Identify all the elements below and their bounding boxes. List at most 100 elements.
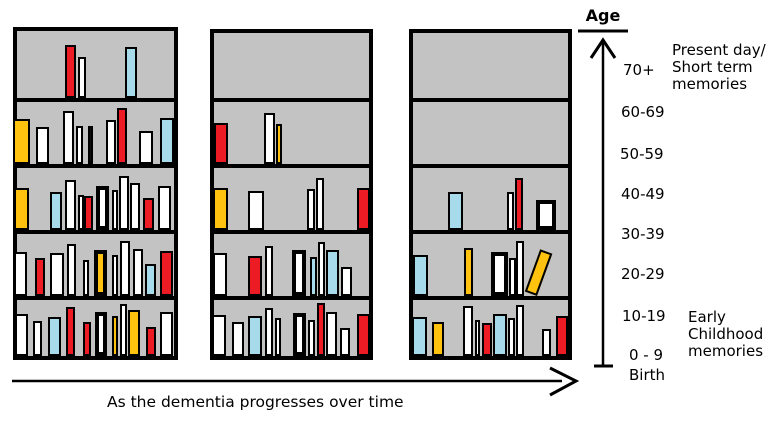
book-blue	[326, 250, 339, 296]
age-label-Birth: Birth	[629, 366, 666, 384]
shelf-divider	[13, 230, 178, 234]
book-red	[83, 322, 91, 356]
book-red	[65, 45, 76, 98]
book-white	[50, 253, 64, 296]
age-label-70+: 70+	[623, 61, 655, 79]
book-white	[509, 258, 516, 296]
book-white	[542, 329, 551, 356]
book-white	[265, 308, 273, 356]
book-yellow	[128, 310, 140, 356]
book-blue	[248, 316, 262, 356]
book-white	[212, 315, 226, 356]
book-white	[36, 127, 49, 164]
book-white	[264, 113, 275, 164]
book-white	[119, 176, 129, 230]
book-white	[475, 320, 480, 356]
book-white	[213, 253, 227, 296]
age-label-10-19: 10-19	[622, 307, 666, 325]
book-white	[96, 186, 109, 230]
book-white	[78, 195, 84, 230]
book-white	[133, 249, 143, 296]
book-white	[516, 241, 524, 296]
book-blue	[310, 257, 317, 296]
book-white	[326, 312, 337, 356]
bookcase-2	[210, 29, 373, 360]
book-white	[508, 318, 515, 356]
book-white	[15, 314, 28, 356]
book-red	[317, 303, 325, 356]
book-red	[35, 258, 45, 296]
book-white	[265, 246, 273, 296]
book-yellow	[94, 250, 107, 296]
book-white	[120, 304, 127, 356]
book-white	[130, 183, 140, 230]
shelf-divider	[13, 98, 178, 102]
book-red	[357, 188, 370, 230]
book-red	[482, 323, 492, 356]
shelf-divider	[409, 296, 572, 300]
book-white	[158, 186, 171, 230]
book-blue	[160, 118, 174, 164]
book-white	[463, 306, 473, 356]
book-white	[78, 57, 86, 98]
book-white	[63, 111, 74, 164]
book-red	[214, 123, 228, 164]
book-red	[357, 314, 370, 356]
book-red	[117, 108, 127, 164]
present-day-note: Present day/ Short term memories	[672, 41, 766, 93]
book-yellow	[112, 316, 118, 356]
book-white	[83, 260, 89, 296]
book-white	[106, 120, 116, 164]
book-red	[143, 198, 154, 230]
book-red	[556, 316, 568, 356]
book-white	[516, 305, 524, 356]
age-label-30-39: 30-39	[621, 225, 665, 243]
age-label-40-49: 40-49	[621, 185, 665, 203]
book-white	[14, 252, 27, 296]
book-blue	[448, 192, 463, 230]
book-blue	[48, 317, 61, 356]
age-label-60-69: 60-69	[621, 103, 665, 121]
book-blue	[145, 264, 156, 296]
early-childhood-note: Early Childhood memories	[688, 308, 764, 360]
book-white	[316, 178, 324, 230]
book-yellow	[13, 119, 30, 164]
age-label-20-29: 20-29	[621, 265, 665, 283]
shelf-divider	[210, 164, 373, 168]
book-white	[112, 255, 118, 296]
book-yellow	[432, 322, 444, 356]
timeline-label: As the dementia progresses over time	[107, 393, 404, 411]
book-white	[67, 244, 76, 296]
book-white	[33, 321, 42, 356]
book-white	[112, 190, 118, 230]
age-axis-arrow	[589, 37, 617, 368]
shelf-divider	[13, 164, 178, 168]
book-blue	[493, 314, 507, 356]
shelf-divider	[409, 164, 572, 168]
book-white	[232, 322, 244, 356]
book-blue	[125, 47, 137, 98]
bookcase-3	[409, 29, 572, 360]
book-white	[536, 200, 556, 230]
book-white	[139, 131, 153, 164]
book-blue	[412, 317, 427, 356]
book-white	[76, 126, 83, 164]
shelf-divider	[210, 296, 373, 300]
book-white	[275, 318, 281, 356]
book-white	[308, 320, 315, 356]
shelf-divider	[13, 296, 178, 300]
book-white	[248, 191, 264, 230]
age-label-50-59: 50-59	[620, 145, 664, 163]
book-white	[65, 180, 76, 230]
book-white	[95, 312, 107, 356]
shelf-divider	[210, 230, 373, 234]
shelf-divider	[409, 98, 572, 102]
book-white	[293, 313, 306, 356]
book-white	[341, 267, 352, 296]
age-axis-title: Age	[585, 6, 621, 25]
shelf-divider	[409, 230, 572, 234]
shelf-divider	[210, 98, 373, 102]
time-arrow	[12, 366, 580, 397]
book-yellow	[213, 188, 228, 230]
